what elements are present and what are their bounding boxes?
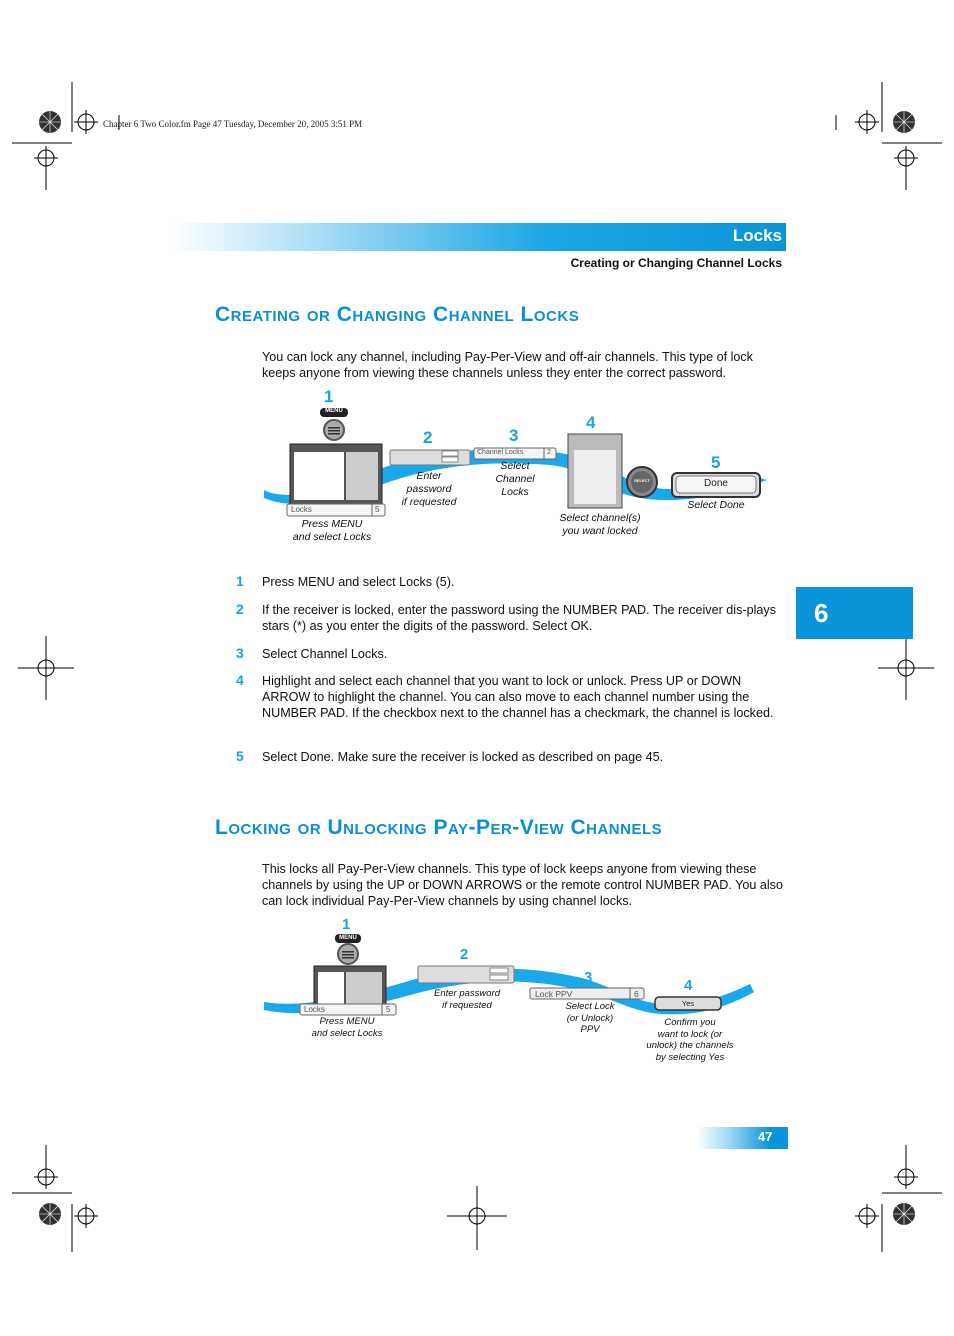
section2-title: Locking or Unlocking Pay-Per-View Channe…	[215, 816, 663, 839]
step3-num: 3	[236, 645, 244, 661]
d1-locks-num: 5	[375, 505, 380, 514]
d1-step-3: 3	[509, 426, 519, 445]
d1-caption-4: Select channel(s) you want locked	[559, 512, 641, 537]
d2-caption-4: Confirm you want to lock (or unlock) the…	[646, 1017, 734, 1063]
d2-menu-label: MENU	[339, 935, 357, 941]
d2-lock-ppv-label: Lock PPV	[535, 989, 573, 999]
header-band	[170, 223, 786, 251]
d2-caption-1: Press MENU and select Locks	[311, 1016, 383, 1039]
step3-text: Select Channel Locks.	[262, 647, 388, 661]
d2-caption-3: Select Lock (or Unlock) PPV	[565, 1001, 615, 1035]
step5-num: 5	[236, 748, 244, 764]
d1-caption-3: Select Channel Locks	[495, 460, 535, 498]
diagram1-ribbon	[264, 408, 767, 517]
page-number-band	[697, 1127, 788, 1149]
d2-caption-2: Enter password if requested	[433, 988, 500, 1011]
step1-text: Press MENU and select Locks (5).	[262, 575, 455, 589]
d2-step-2: 2	[460, 946, 469, 963]
header-subtitle: Creating or Changing Channel Locks	[570, 256, 782, 270]
chapter-tab	[796, 587, 913, 639]
d1-step-4: 4	[586, 413, 596, 432]
print-header: Chapter 6 Two Color.fm Page 47 Tuesday, …	[103, 119, 363, 129]
d1-caption-1: Press MENU and select Locks	[292, 518, 372, 543]
step2-text: If the receiver is locked, enter the pas…	[262, 603, 776, 634]
d1-menu-label: MENU	[325, 408, 343, 414]
d1-caption-5: Select Done	[687, 499, 745, 511]
d1-select-label: SELECT	[634, 478, 650, 483]
d1-step-2: 2	[423, 428, 433, 447]
d2-yes-label: Yes	[681, 999, 695, 1008]
step2-num: 2	[236, 601, 244, 617]
diagram2: 1 MENU Locks 5 2 3 Lock PPV 6 4 Yes Pres…	[262, 916, 762, 1068]
d2-locks-label: Locks	[304, 1005, 325, 1014]
d2-step-4: 4	[684, 977, 693, 994]
diagram2-ribbon	[264, 934, 754, 1016]
section1-intro: You can lock any channel, including Pay-…	[262, 350, 753, 380]
section2-intro: This locks all Pay-Per-View channels. Th…	[262, 862, 783, 908]
step5-text: Select Done. Make sure the receiver is l…	[262, 750, 664, 764]
step4-text: Highlight and select each channel that y…	[262, 674, 774, 721]
header-title: Locks	[732, 226, 782, 245]
d2-step-3: 3	[584, 969, 593, 986]
d1-channel-locks-num: 2	[547, 449, 551, 456]
diagram1: 1 MENU Locks 5 2 3 Channel Locks 2 4 SEL…	[262, 387, 782, 550]
d2-lock-ppv-num: 6	[634, 989, 639, 999]
step4-num: 4	[236, 672, 244, 688]
section1-title: Creating or Changing Channel Locks	[215, 303, 580, 326]
chapter-number: 6	[814, 598, 829, 628]
page-number: 47	[758, 1129, 773, 1144]
d2-step-1: 1	[342, 916, 351, 933]
d1-channel-locks-label: Channel Locks	[477, 449, 524, 456]
step1-num: 1	[236, 573, 244, 589]
d1-step-5: 5	[711, 453, 721, 472]
d1-done-label: Done	[704, 478, 728, 489]
d2-locks-num: 5	[386, 1005, 391, 1014]
d1-caption-2: Enter password if requested	[401, 470, 457, 508]
d1-step-1: 1	[324, 387, 334, 406]
d1-locks-label: Locks	[291, 505, 312, 514]
